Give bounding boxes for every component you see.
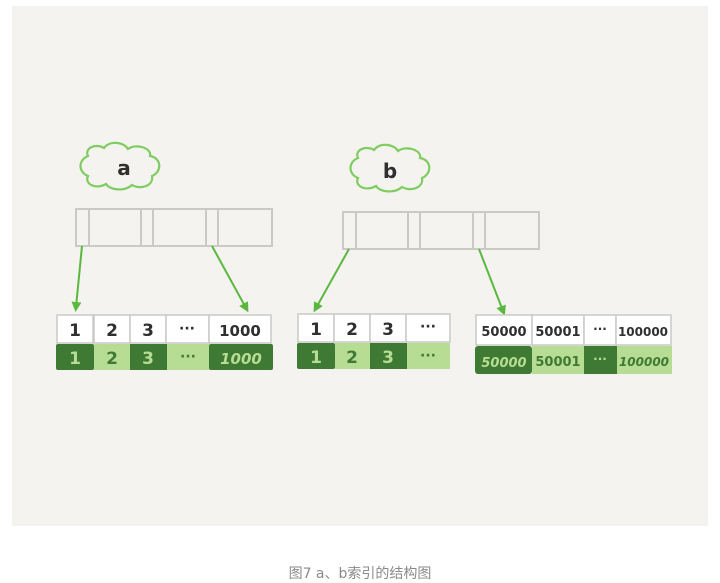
index-a-top-cell-2: 2 [106,321,118,341]
index-b-arrow-right [478,248,506,316]
index-b-leaf2-top-cell-2: 50001 [535,325,580,340]
index-b-leaf1-bottom: 1 2 3 ··· [297,343,450,369]
index-a-top-cell-4: ··· [179,321,195,337]
index-b-leaf2-bottom-cell-1: 50000 [481,356,526,371]
index-b-leaf2-top-cell-4: 100000 [618,325,668,339]
index-b-leaf1-bottom-cell-1: 1 [310,348,322,368]
index-b-leaf2-bottom-cell-2: 50001 [535,355,580,370]
figure-caption: 图7 a、b索引的结构图 [288,566,432,582]
index-a-arrow-right [211,245,249,313]
index-a-root-node [75,208,273,247]
index-b-leaf1-top-cell-1: 1 [310,320,322,340]
index-b-leaf1-top-cell-2: 2 [346,320,358,340]
index-b-leaf2-top-cell-3: ··· [593,322,607,336]
index-b-label: b [383,159,397,183]
index-a-bottom-cell-4: ··· [180,349,196,365]
index-a-label-cloud: a [79,141,161,191]
index-a-bottom-cell-2: 2 [106,349,118,369]
index-b-leaf1-bottom-cell-2: 2 [346,348,358,368]
index-a-arrow-left [71,245,83,312]
index-b-leaf2-top: 50000 50001 ··· 100000 [475,314,672,346]
diagram-canvas [12,6,708,526]
index-b-leaf1-top: 1 2 3 ··· [297,313,451,343]
index-a-leaf-top: 1 2 3 ··· 1000 [56,314,272,344]
index-b-leaf2-bottom-cell-4: 100000 [619,355,669,369]
index-a-leaf-bottom: 1 2 3 ··· 1000 [56,344,273,370]
index-b-leaf1-bottom-cell-4: ··· [420,348,436,364]
index-a-bottom-cell-3: 3 [142,349,154,369]
index-a-bottom-cell-1: 1 [69,349,81,369]
index-a-top-cell-1: 1 [69,321,81,341]
index-a-label: a [117,156,131,180]
index-b-arrow-left [313,248,350,313]
index-b-leaf1-bottom-cell-3: 3 [382,348,394,368]
index-b-leaf2-bottom-cell-3: ··· [593,352,607,366]
index-b-label-cloud: b [349,143,431,193]
index-a-top-cell-3: 3 [142,321,154,341]
index-a-top-cell-5: 1000 [219,322,261,340]
index-a-bottom-cell-5: 1000 [220,350,262,368]
index-b-root-node [342,211,540,250]
index-b-leaf1-top-cell-3: 3 [382,320,394,340]
index-b-leaf2-top-cell-1: 50000 [481,325,526,340]
index-b-leaf2-bottom: 50000 50001 ··· 100000 [475,346,672,374]
index-b-leaf1-top-cell-4: ··· [420,319,436,335]
